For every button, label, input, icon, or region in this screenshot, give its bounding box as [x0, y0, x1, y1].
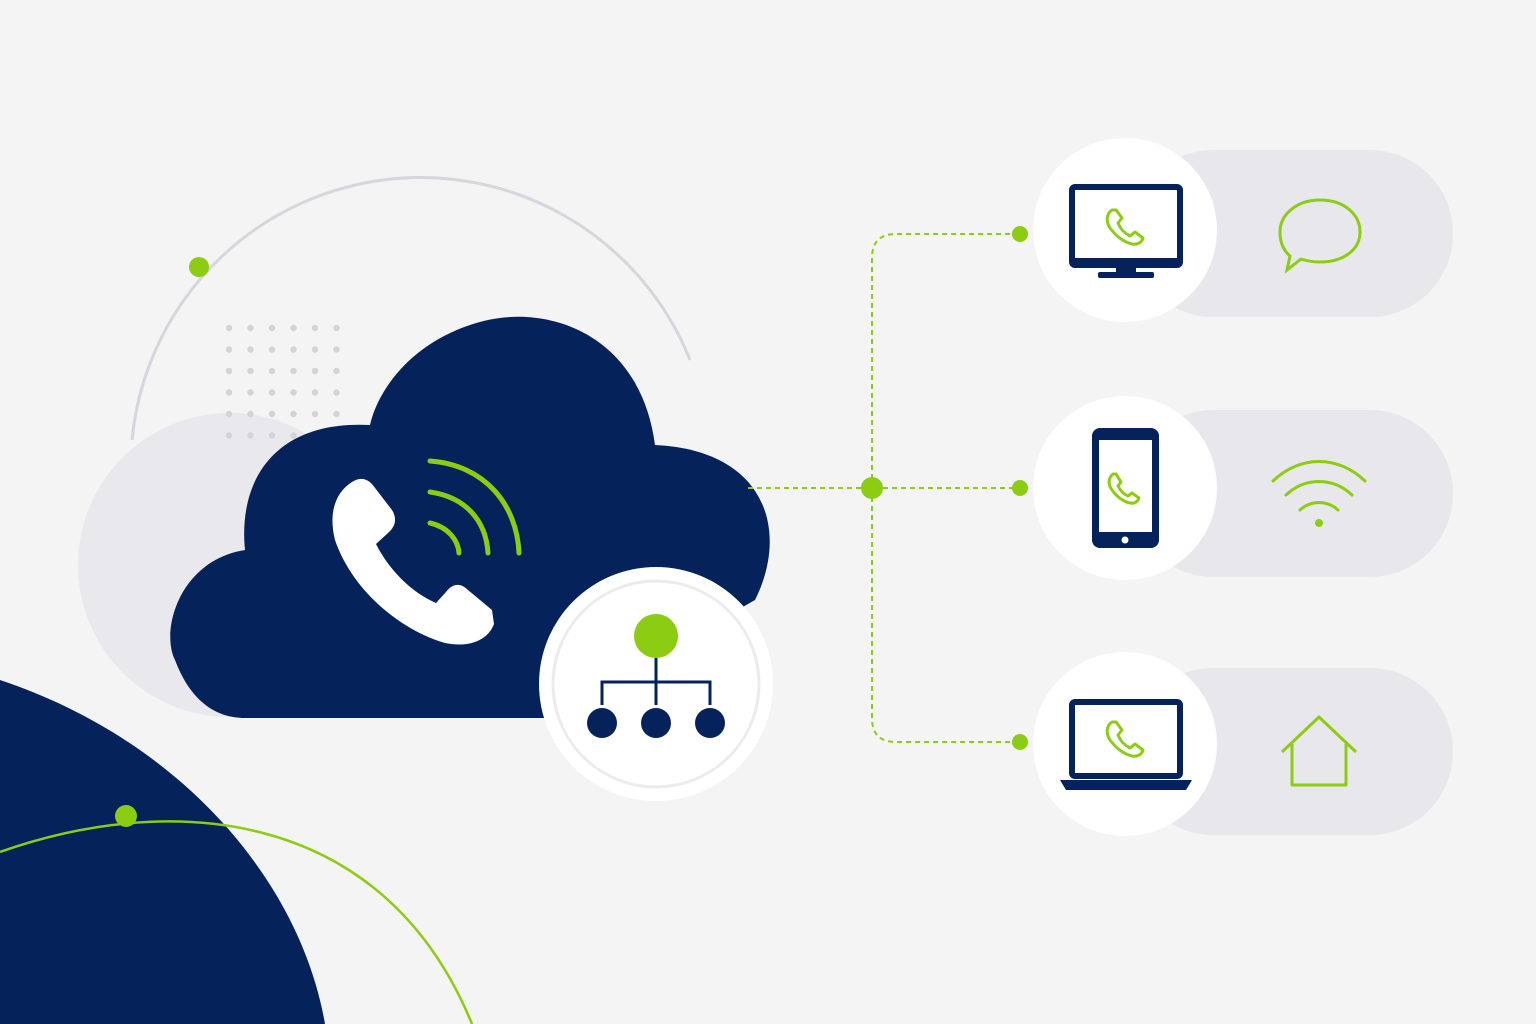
grid-dot	[333, 410, 340, 418]
grid-dot	[268, 410, 276, 418]
gray-orbit-arc	[130, 176, 692, 441]
grid-dot	[268, 389, 276, 396]
grid-dot	[290, 346, 297, 353]
grid-dot	[247, 410, 254, 418]
signal-waves-icon	[427, 458, 522, 556]
chat-bubble-icon	[1278, 198, 1362, 274]
device-circle	[1033, 138, 1217, 322]
grid-dot	[247, 367, 254, 375]
grid-dot	[247, 432, 254, 439]
smartphone-phone-glyph	[1107, 472, 1141, 505]
grid-dot	[290, 432, 297, 439]
grid-dot	[268, 324, 276, 332]
wifi-icon	[1271, 460, 1367, 527]
endpoint-row-desktop	[1033, 138, 1453, 322]
grid-dot	[225, 346, 233, 353]
dot-grid	[225, 324, 340, 439]
grid-dot	[290, 389, 297, 396]
grid-dot	[333, 346, 340, 353]
home-icon	[1280, 715, 1358, 787]
endpoint-pill	[1130, 410, 1453, 577]
grid-dot	[225, 324, 233, 332]
connector-top	[871, 233, 1020, 488]
grid-dot	[311, 389, 319, 396]
grid-dot	[333, 367, 340, 375]
grid-dot	[311, 367, 319, 375]
connector-lines	[748, 233, 1020, 743]
grid-dot	[225, 432, 233, 439]
grid-dot	[290, 410, 297, 418]
endpoint-node-bottom	[1012, 734, 1028, 750]
connector-nodes	[861, 226, 1028, 750]
grid-dot	[333, 389, 340, 396]
smartphone-icon	[1092, 428, 1159, 548]
connector-bottom	[871, 488, 1020, 743]
grid-dot	[247, 346, 254, 353]
grid-dot	[247, 324, 254, 332]
grid-dot	[247, 389, 254, 396]
grid-dot	[225, 367, 233, 375]
junction-node	[861, 477, 883, 499]
green-orbit-arc	[0, 820, 474, 1024]
phone-handset-icon	[332, 478, 494, 645]
endpoint-node-top	[1012, 226, 1028, 242]
network-badge	[539, 567, 773, 801]
desktop-phone-glyph	[1105, 208, 1145, 246]
grid-dot	[225, 410, 233, 418]
desktop-monitor-icon	[1069, 184, 1183, 278]
endpoint-pill	[1130, 150, 1453, 317]
endpoint-row-smartphone	[1033, 396, 1453, 580]
grid-dot	[311, 410, 319, 418]
laptop-phone-glyph	[1105, 720, 1145, 758]
grid-dot	[290, 324, 297, 332]
grid-dot	[311, 324, 319, 332]
grid-dot	[268, 432, 276, 439]
grid-dot	[225, 389, 233, 396]
green-orbit-dot	[115, 805, 137, 827]
endpoint-node-middle	[1012, 480, 1028, 496]
grid-dot	[268, 346, 276, 353]
orbit-dot	[189, 257, 209, 277]
cloud-hub	[170, 316, 773, 801]
grid-dot	[268, 367, 276, 375]
endpoint-row-laptop	[1033, 652, 1453, 836]
laptop-icon	[1060, 699, 1192, 790]
network-hierarchy-icon	[587, 614, 725, 738]
grid-dot	[333, 324, 340, 332]
grid-dot	[311, 346, 319, 353]
grid-dot	[290, 367, 297, 375]
navy-corner-shape	[0, 680, 325, 1024]
